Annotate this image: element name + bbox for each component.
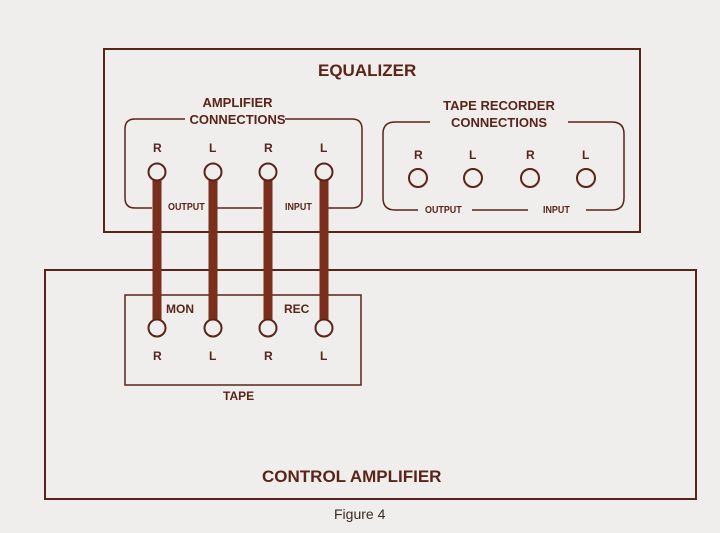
tr-jack-label-1: R — [414, 148, 423, 162]
amp-jack-l2 — [314, 162, 334, 182]
tr-jack-label-3: R — [526, 148, 535, 162]
tape-recorder-jacks — [408, 168, 596, 188]
tape-jack-l2 — [314, 318, 334, 338]
rec-label: REC — [284, 302, 310, 316]
amp-jack-r2 — [258, 162, 278, 182]
amp-jack-label-4: L — [320, 141, 328, 155]
amp-jack-label-2: L — [209, 141, 217, 155]
tape-jack-label-2: L — [209, 349, 217, 363]
tr-jack-l2 — [576, 168, 596, 188]
tr-jack-l1 — [463, 168, 483, 188]
amplifier-connections-line2: CONNECTIONS — [189, 112, 286, 127]
amplifier-jacks — [147, 162, 334, 182]
control-amplifier-box — [44, 269, 697, 500]
mon-label: MON — [166, 302, 194, 316]
tape-panel-box — [124, 294, 362, 386]
tape-jacks — [147, 318, 334, 338]
amplifier-connections-bracket — [124, 118, 363, 209]
tape-jack-r1 — [147, 318, 167, 338]
control-amplifier-title: CONTROL AMPLIFIER — [262, 467, 442, 486]
amp-jack-label-1: R — [153, 141, 162, 155]
equalizer-title: EQUALIZER — [318, 61, 417, 80]
tr-jack-label-4: L — [582, 148, 590, 162]
tape-recorder-connections-line1: TAPE RECORDER — [443, 98, 555, 113]
amplifier-connections-label: AMPLIFIER CONNECTIONS — [180, 94, 295, 128]
amp-input-label: INPUT — [285, 201, 312, 213]
tape-recorder-connections-label: TAPE RECORDER CONNECTIONS — [430, 97, 568, 131]
cables — [152, 174, 329, 328]
tape-jack-label-3: R — [264, 349, 273, 363]
tr-input-label: INPUT — [543, 204, 570, 216]
tr-jack-r1 — [408, 168, 428, 188]
amp-jack-r1 — [147, 162, 167, 182]
tr-output-label: OUTPUT — [425, 204, 462, 216]
amp-jack-l1 — [203, 162, 223, 182]
equalizer-box — [103, 48, 641, 233]
tape-recorder-connections-bracket — [382, 121, 625, 211]
amp-jack-label-3: R — [264, 141, 273, 155]
tape-jack-l1 — [203, 318, 223, 338]
tape-jack-r2 — [258, 318, 278, 338]
tape-label: TAPE — [223, 389, 255, 403]
figure-caption: Figure 4 — [334, 506, 386, 522]
tape-jack-label-4: L — [320, 349, 328, 363]
amp-output-label: OUTPUT — [168, 201, 205, 213]
tape-jack-label-1: R — [153, 349, 162, 363]
tr-jack-r2 — [520, 168, 540, 188]
tape-recorder-connections-line2: CONNECTIONS — [450, 115, 548, 130]
amplifier-connections-line1: AMPLIFIER — [202, 95, 273, 110]
tr-jack-label-2: L — [469, 148, 477, 162]
